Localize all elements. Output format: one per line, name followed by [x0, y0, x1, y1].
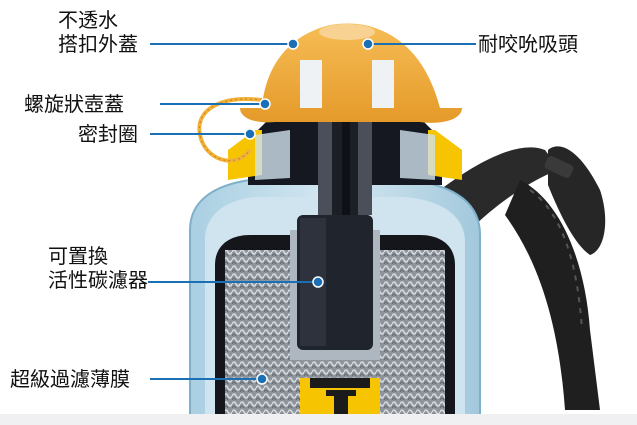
label-seal-ring: 密封圈	[78, 122, 138, 146]
label-carbon-filter-line2: 活性碳濾器	[48, 268, 148, 292]
yellow-base-valve	[300, 378, 380, 415]
label-membrane: 超級過濾薄膜	[10, 367, 130, 391]
label-screw-lid: 螺旋狀壺蓋	[24, 92, 124, 116]
orange-snap-cap	[240, 23, 462, 123]
label-bite-valve: 耐咬吮吸頭	[478, 32, 578, 56]
label-screw-lid-text: 螺旋狀壺蓋	[24, 92, 124, 116]
label-carbon-filter-line1: 可置換	[48, 244, 108, 268]
label-membrane-text: 超級過濾薄膜	[10, 367, 130, 391]
label-seal-ring-text: 密封圈	[78, 122, 138, 146]
label-carbon-filter: 可置換 活性碳濾器	[48, 244, 148, 292]
label-snap-cap-line1: 不透水	[58, 8, 118, 32]
label-snap-cap-line2: 搭扣外蓋	[58, 32, 138, 56]
label-bite-valve-text: 耐咬吮吸頭	[478, 32, 578, 56]
label-snap-cap: 不透水 搭扣外蓋	[58, 8, 138, 56]
callout-lines	[148, 38, 476, 385]
bottom-strip	[0, 414, 637, 425]
